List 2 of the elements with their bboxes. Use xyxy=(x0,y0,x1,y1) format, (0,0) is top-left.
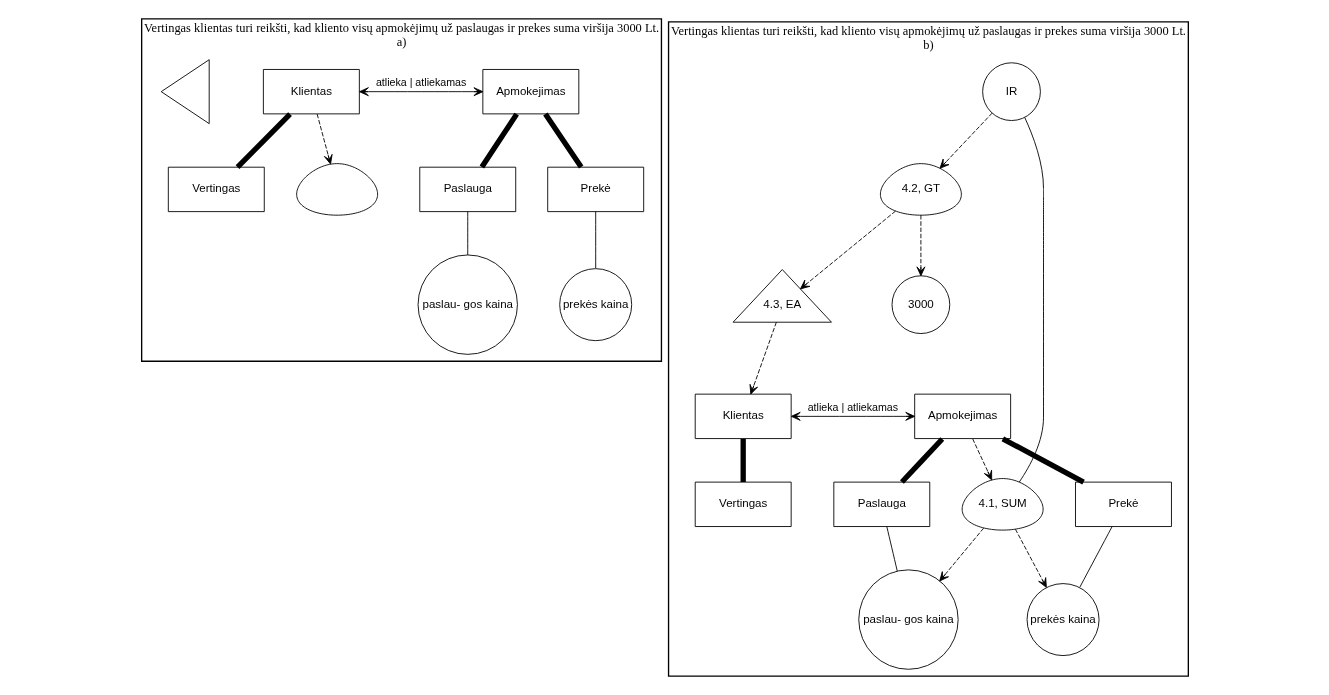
edge-label: atlieka | atliekamas xyxy=(807,400,898,413)
edge-label: atlieka | atliekamas xyxy=(375,75,466,88)
